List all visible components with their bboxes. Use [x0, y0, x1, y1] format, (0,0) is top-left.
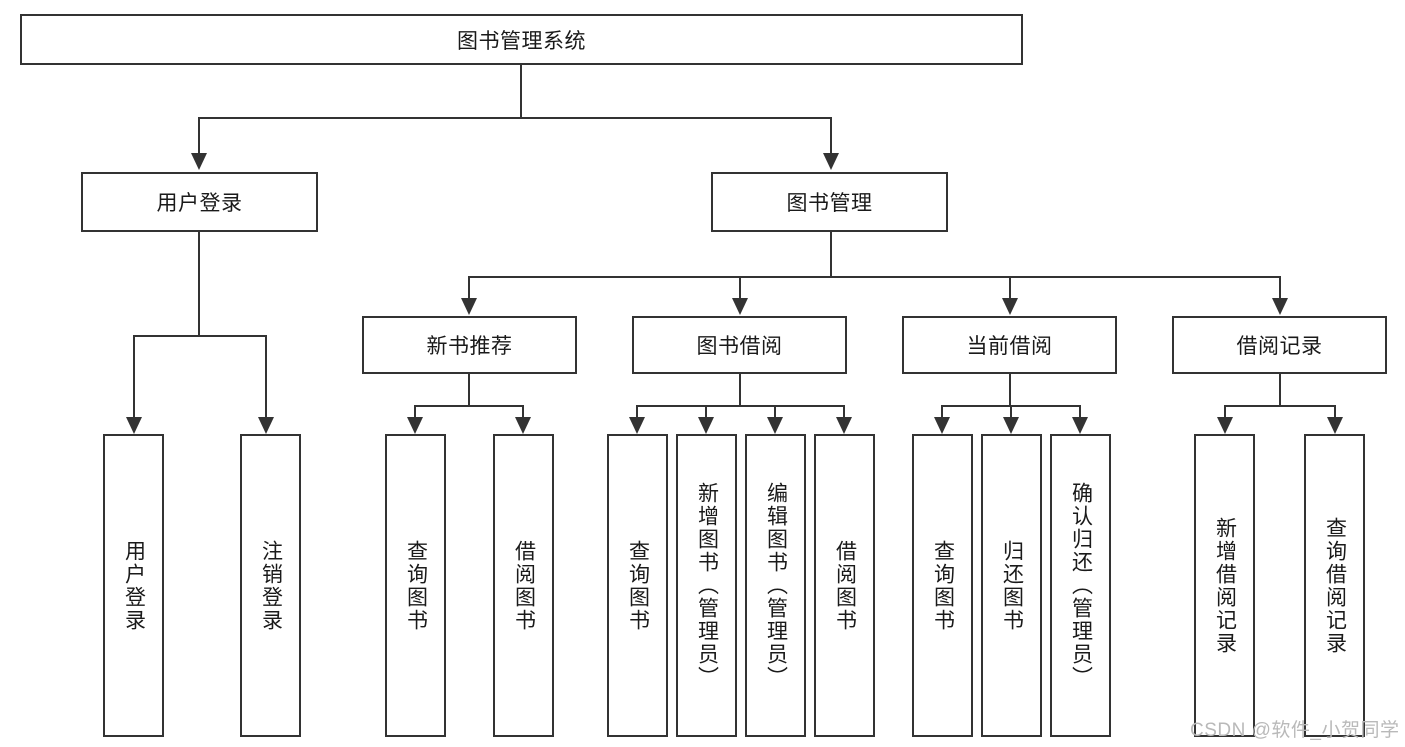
arrow-to-new-book-recommend	[461, 298, 477, 315]
arrow-to-leaf-borrow-book-2	[836, 417, 852, 434]
edge-to-leaf-add-book	[705, 405, 707, 419]
edge-root-to-user-login	[198, 117, 200, 155]
arrow-to-leaf-user-login	[126, 417, 142, 434]
node-label: 借阅记录	[1236, 335, 1323, 358]
edge-to-leaf-return-book	[1010, 405, 1012, 419]
leaf-edit-book-admin[interactable]: 编辑图书（管理员）	[745, 434, 806, 737]
edge-current-borrow-stem	[1009, 374, 1011, 406]
node-label: 当前借阅	[966, 335, 1053, 358]
arrow-to-leaf-query-book-1	[407, 417, 423, 434]
node-root-book-management-system[interactable]: 图书管理系统	[20, 14, 1023, 65]
node-label: 确认归还（管理员）	[1069, 482, 1093, 689]
node-label: 归还图书	[1000, 539, 1024, 632]
edge-to-leaf-query-book-2	[636, 405, 638, 419]
node-label: 查询图书	[931, 539, 955, 632]
arrow-to-user-login	[191, 153, 207, 170]
arrow-to-current-borrow	[1002, 298, 1018, 315]
leaf-add-borrow-record[interactable]: 新增借阅记录	[1194, 434, 1255, 737]
edge-new-book-recommend-bar	[414, 405, 524, 407]
edge-to-leaf-borrow-book-2	[843, 405, 845, 419]
edge-to-book-borrow	[739, 276, 741, 300]
node-label: 查询图书	[404, 539, 428, 632]
node-label: 查询图书	[626, 539, 650, 632]
leaf-query-borrow-record[interactable]: 查询借阅记录	[1304, 434, 1365, 737]
arrow-to-leaf-return-book	[1003, 417, 1019, 434]
arrow-to-leaf-confirm-return	[1072, 417, 1088, 434]
leaf-confirm-return-admin[interactable]: 确认归还（管理员）	[1050, 434, 1111, 737]
edge-borrow-record-stem	[1279, 374, 1281, 406]
edge-user-login-stem	[198, 232, 200, 336]
edge-user-login-bar	[133, 335, 265, 337]
edge-to-borrow-record	[1279, 276, 1281, 300]
arrow-to-leaf-edit-book	[767, 417, 783, 434]
node-new-book-recommend[interactable]: 新书推荐	[362, 316, 577, 374]
node-borrow-record[interactable]: 借阅记录	[1172, 316, 1387, 374]
node-book-management[interactable]: 图书管理	[711, 172, 948, 232]
edge-root-to-book-management	[830, 117, 832, 155]
edge-to-leaf-add-record	[1224, 405, 1226, 419]
leaf-borrow-book-borrow[interactable]: 借阅图书	[814, 434, 875, 737]
arrow-to-borrow-record	[1272, 298, 1288, 315]
arrow-to-book-management	[823, 153, 839, 170]
edge-to-new-book-recommend	[468, 276, 470, 300]
leaf-add-book-admin[interactable]: 新增图书（管理员）	[676, 434, 737, 737]
edge-book-management-bar	[468, 276, 1280, 278]
leaf-user-logout[interactable]: 注销登录	[240, 434, 301, 737]
arrow-to-leaf-query-record	[1327, 417, 1343, 434]
node-book-borrow[interactable]: 图书借阅	[632, 316, 847, 374]
leaf-return-book[interactable]: 归还图书	[981, 434, 1042, 737]
edge-root-stem	[520, 65, 522, 118]
node-user-login[interactable]: 用户登录	[81, 172, 318, 232]
edge-to-leaf-user-login	[133, 335, 135, 419]
node-label: 新增借阅记录	[1213, 516, 1237, 655]
watermark-csdn: CSDN @软件_小贺同学	[1190, 720, 1400, 741]
leaf-query-book-current[interactable]: 查询图书	[912, 434, 973, 737]
node-label: 用户登录	[122, 539, 146, 632]
edge-to-leaf-query-record	[1334, 405, 1336, 419]
arrow-to-leaf-add-book	[698, 417, 714, 434]
leaf-query-book-borrow[interactable]: 查询图书	[607, 434, 668, 737]
node-label: 用户登录	[156, 192, 243, 215]
arrow-to-leaf-add-record	[1217, 417, 1233, 434]
arrow-to-leaf-borrow-book-1	[515, 417, 531, 434]
edge-book-borrow-stem	[739, 374, 741, 406]
node-label: 查询借阅记录	[1323, 516, 1347, 655]
arrow-to-leaf-query-book-2	[629, 417, 645, 434]
node-label: 新书推荐	[426, 335, 513, 358]
edge-borrow-record-bar	[1224, 405, 1336, 407]
node-current-borrow[interactable]: 当前借阅	[902, 316, 1117, 374]
node-label: 编辑图书（管理员）	[764, 482, 788, 689]
edge-to-leaf-confirm-return	[1079, 405, 1081, 419]
node-label: 图书借阅	[696, 335, 783, 358]
arrow-to-leaf-query-book-3	[934, 417, 950, 434]
edge-book-borrow-bar	[636, 405, 844, 407]
node-label: 图书管理	[786, 192, 873, 215]
node-label: 新增图书（管理员）	[695, 482, 719, 689]
leaf-query-book-new-recommend[interactable]: 查询图书	[385, 434, 446, 737]
edge-root-bar	[198, 117, 832, 119]
node-label: 注销登录	[259, 539, 283, 632]
arrow-to-book-borrow	[732, 298, 748, 315]
node-label: 图书管理系统	[457, 29, 586, 53]
arrow-to-leaf-user-logout	[258, 417, 274, 434]
edge-to-leaf-borrow-book-1	[522, 405, 524, 419]
node-label: 借阅图书	[512, 539, 536, 632]
edge-to-leaf-user-logout	[265, 335, 267, 419]
leaf-user-login[interactable]: 用户登录	[103, 434, 164, 737]
edge-book-management-stem	[830, 232, 832, 277]
edge-to-leaf-query-book-3	[941, 405, 943, 419]
edge-new-book-recommend-stem	[468, 374, 470, 406]
edge-to-leaf-edit-book	[774, 405, 776, 419]
edge-to-current-borrow	[1009, 276, 1011, 300]
edge-to-leaf-query-book-1	[414, 405, 416, 419]
leaf-borrow-book-new-recommend[interactable]: 借阅图书	[493, 434, 554, 737]
node-label: 借阅图书	[833, 539, 857, 632]
